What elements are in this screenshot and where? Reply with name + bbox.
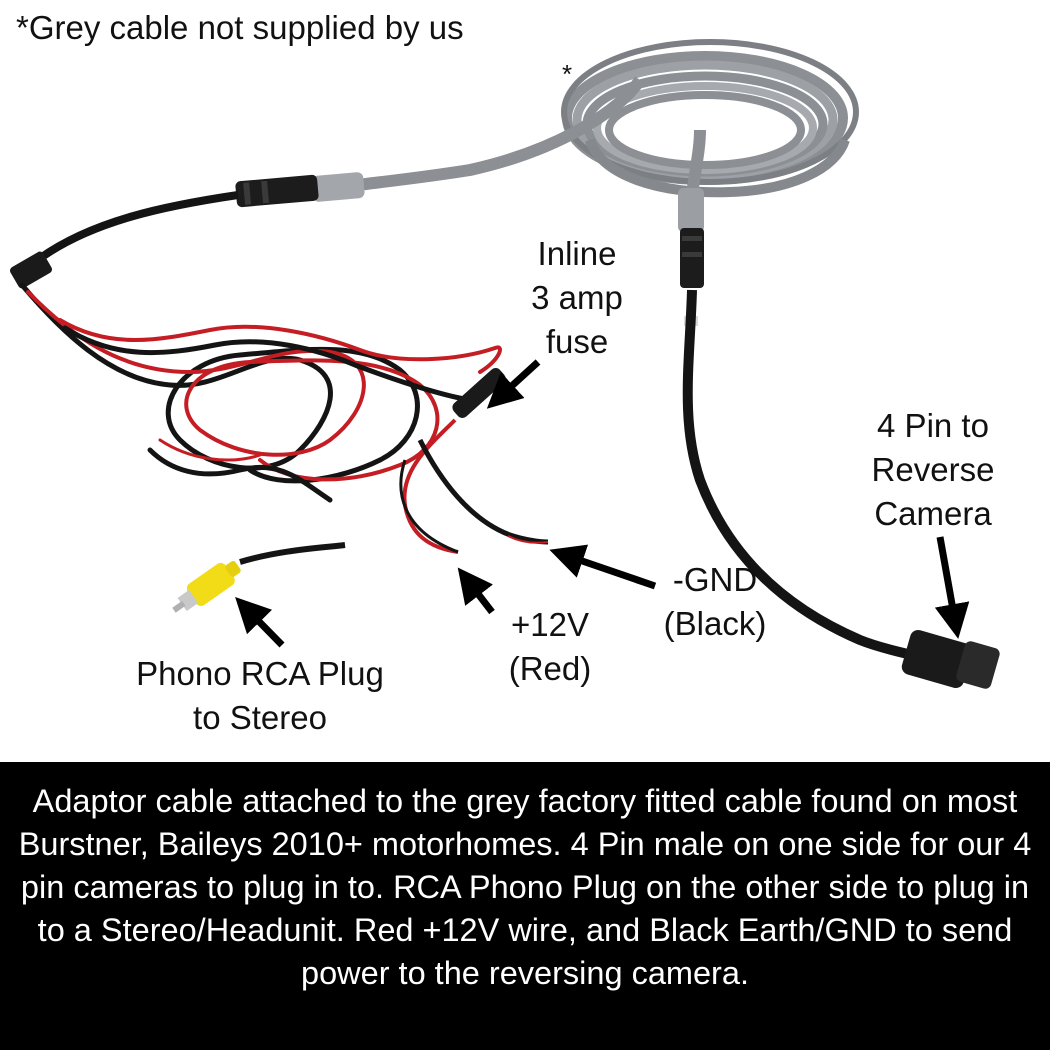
grey-cable-coil	[561, 39, 859, 198]
wire-splitter	[10, 251, 52, 289]
tangled-power-wires	[19, 282, 502, 503]
asterisk-marker: *	[562, 59, 573, 89]
rca-arrow	[235, 596, 285, 648]
ground-label: -GND (Black)	[663, 561, 767, 642]
black-cable-to-splitter	[32, 191, 239, 266]
supply-note: *Grey cable not supplied by us	[16, 9, 464, 46]
four-pin-male-connector	[901, 629, 1000, 689]
positive-arrow	[457, 567, 495, 615]
caption-band: Adaptor cable attached to the grey facto…	[0, 762, 1050, 1050]
gnd-arrow	[549, 544, 657, 590]
grey-cable-right-run	[686, 129, 706, 196]
fuse-arrow	[486, 359, 541, 409]
rca-label: Phono RCA Plug to Stereo	[136, 655, 384, 736]
camera-label: 4 Pin to Reverse Camera	[871, 407, 995, 532]
black-camera-cable	[682, 289, 914, 660]
grey-cable-left-run	[349, 76, 645, 192]
caption-text: Adaptor cable attached to the grey facto…	[18, 783, 1032, 991]
black-ground-wire	[417, 438, 549, 545]
grey-connector-left	[235, 172, 365, 208]
rca-plug	[172, 560, 241, 613]
camera-arrow	[934, 536, 970, 639]
rca-lead-wire	[239, 542, 346, 565]
fuse-label: Inline 3 amp fuse	[531, 235, 623, 360]
positive-label: +12V (Red)	[508, 606, 592, 687]
